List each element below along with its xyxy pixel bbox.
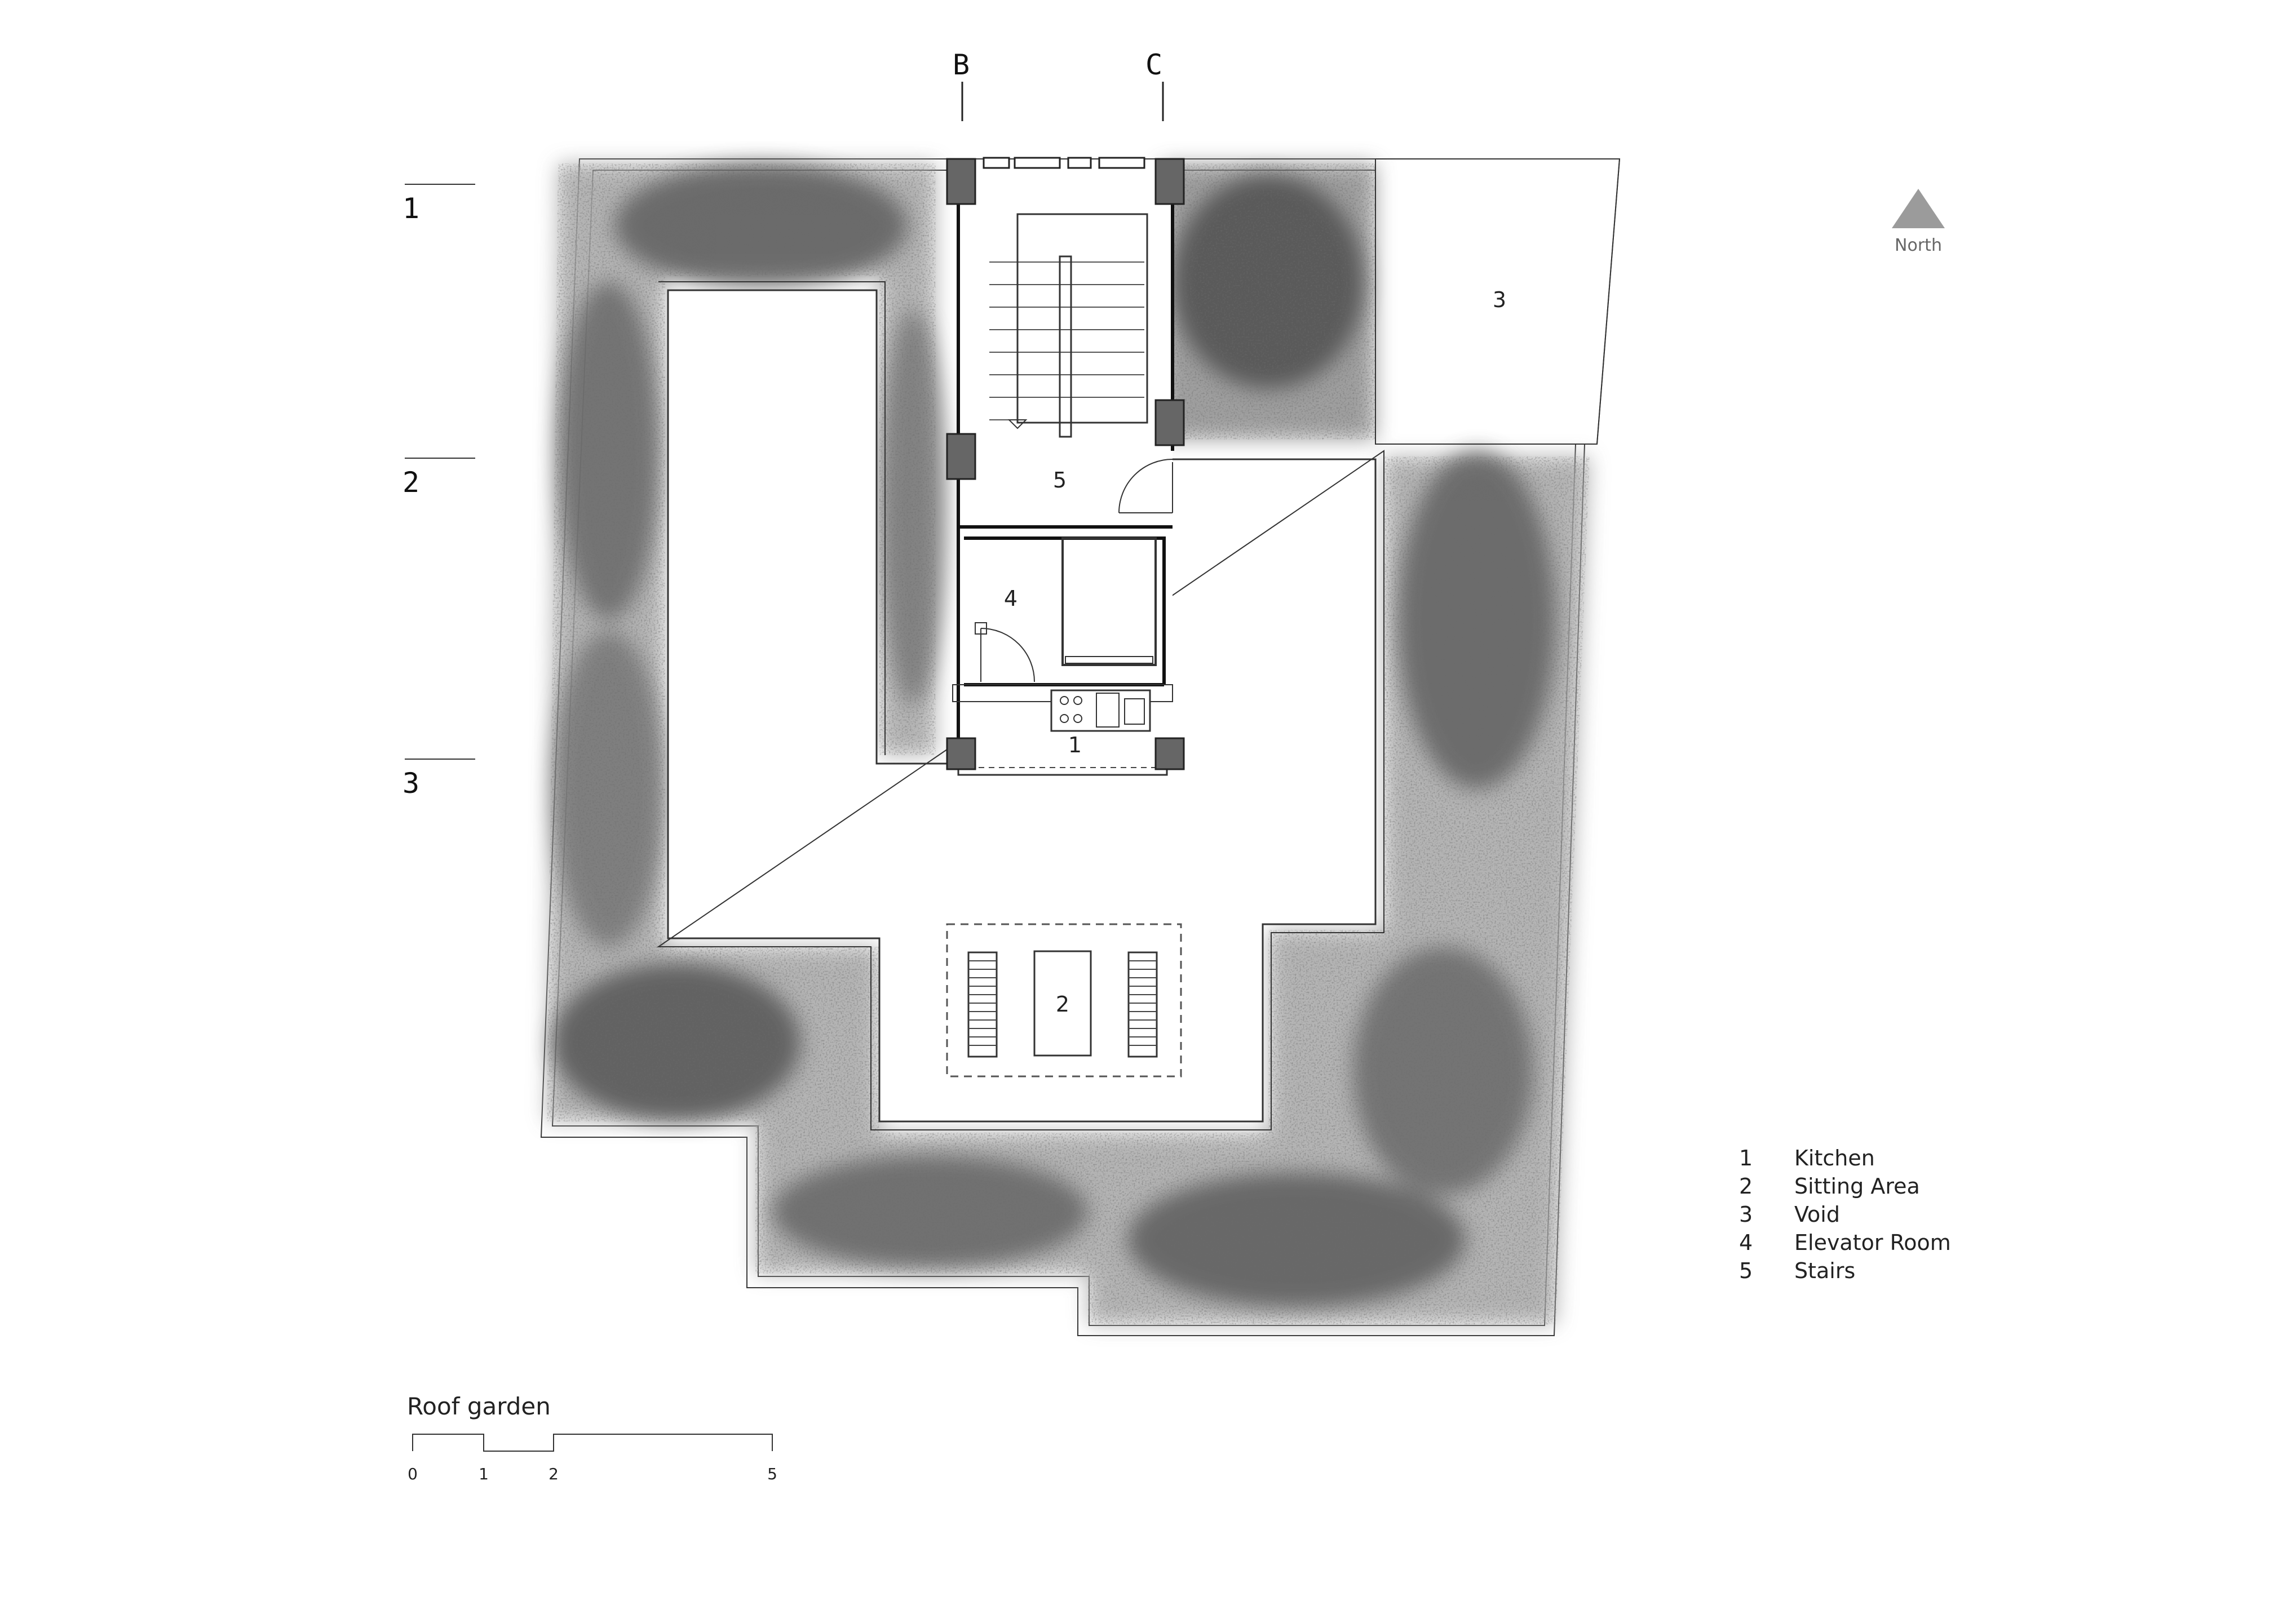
void-area [1375,158,1621,445]
section-label-2: 2 [402,466,419,499]
terrace-floor [656,281,1384,1130]
scale-bar: 0 1 2 5 [408,1434,777,1483]
elevator-shaft [975,537,1157,682]
section-markers-top: B C [953,48,1164,121]
scale-label-5: 5 [767,1465,777,1483]
drawing-title: Roof garden [407,1393,551,1420]
north-label: North [1895,236,1942,255]
room-label-sitting: 2 [1056,992,1069,1017]
staircase [989,213,1148,438]
building-core [946,157,1185,770]
section-label-3: 3 [402,767,419,800]
section-label-c: C [1145,48,1162,81]
room-label-void: 3 [1493,287,1506,312]
scale-label-0: 0 [408,1465,418,1483]
scale-label-2: 2 [548,1465,559,1483]
legend-num-2: 2 [1739,1174,1753,1199]
section-label-b: B [953,48,970,81]
legend-label-5: Stairs [1794,1258,1855,1283]
room-label-stairs: 5 [1053,468,1067,493]
legend-label-2: Sitting Area [1794,1174,1920,1199]
legend-label-1: Kitchen [1794,1146,1875,1170]
kitchen-counter [952,684,1173,768]
scale-label-1: 1 [479,1465,489,1483]
north-arrow-icon [1892,189,1945,228]
room-label-elevator: 4 [1004,586,1018,611]
bench-right [1127,951,1158,1058]
room-label-kitchen: 1 [1068,733,1082,757]
legend-num-4: 4 [1739,1230,1753,1255]
north-arrow: North [1892,189,1945,255]
bench-left [967,951,998,1058]
legend-num-3: 3 [1739,1202,1753,1227]
legend-label-4: Elevator Room [1794,1230,1951,1255]
section-markers-left: 1 2 3 [402,184,475,800]
legend-num-1: 1 [1739,1146,1753,1170]
section-label-1: 1 [402,192,419,225]
legend-num-5: 5 [1739,1258,1753,1283]
legend: 1 Kitchen 2 Sitting Area 3 Void 4 Elevat… [1739,1146,1951,1283]
sitting-area [946,923,1182,1077]
legend-label-3: Void [1794,1202,1840,1227]
